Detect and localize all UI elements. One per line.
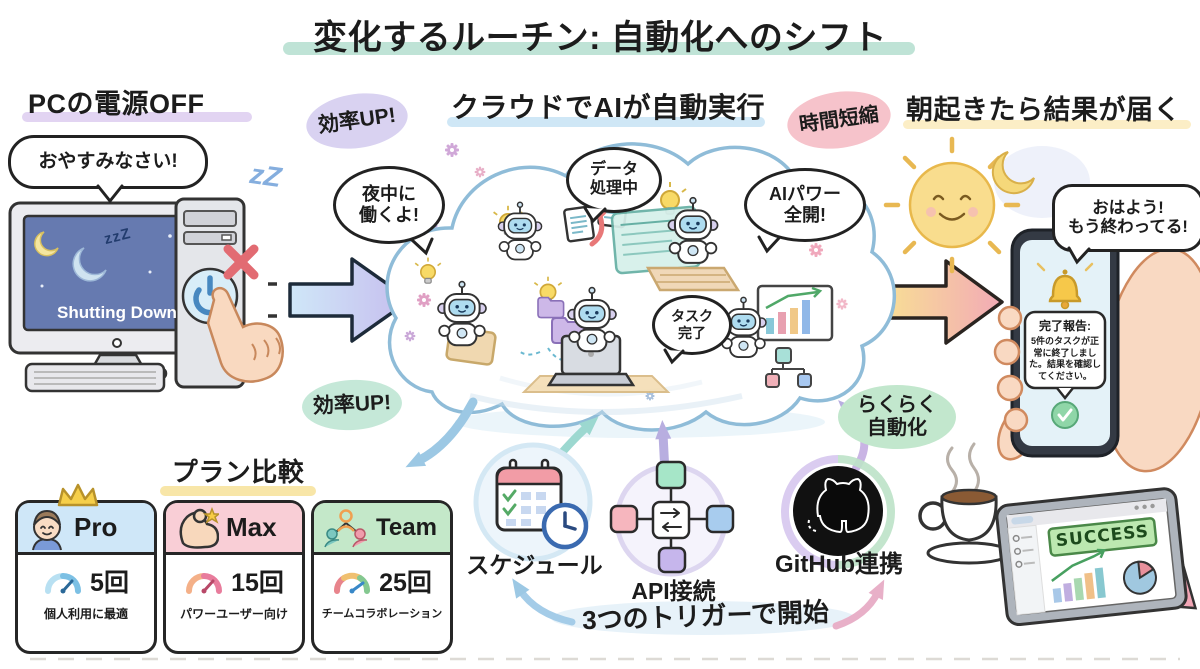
crown-icon [57, 483, 99, 507]
bubble-tail [663, 348, 685, 365]
gauge-icon [334, 572, 371, 594]
transfer-arrow [589, 213, 605, 247]
moon-icon [991, 151, 1035, 195]
plan-name: Team [376, 513, 437, 541]
schedule-trigger [473, 442, 593, 562]
badge-easy-automation: らくらく 自動化 [838, 385, 956, 449]
plan-count: 15回 [231, 569, 284, 597]
moon-big-icon [72, 247, 107, 282]
plan-card-team[interactable]: Team 25回 チームコラボレーション [311, 500, 453, 654]
center-underline [447, 117, 765, 127]
phone-notification: 完了報告: 5件のタスクが正常に終了しました。結果を確認してください。 [1029, 317, 1101, 383]
title-underline [283, 42, 915, 55]
arrow-cloud-to-plans [405, 397, 478, 468]
person-avatar-icon [32, 509, 62, 550]
moon-small-icon [34, 231, 59, 257]
bubble-goodnight: おやすみなさい! [8, 135, 208, 204]
plan-desc: チームコラボレーション [321, 608, 443, 620]
steam [946, 442, 980, 494]
bubble-tail [410, 237, 434, 256]
bubble-task-done: タスク 完了 [652, 295, 732, 365]
bubble-good-morning-text: おはよう! もう終わってる! [1068, 198, 1188, 236]
plan-count: 5回 [90, 569, 129, 597]
pointing-hand [206, 286, 284, 383]
report-title: 完了報告: [1039, 319, 1091, 333]
heading-cloud-ai: クラウドでAIが自動実行 [451, 92, 766, 123]
chart-panel [756, 284, 834, 342]
caption-wash [551, 601, 855, 635]
arrow-caption-left [512, 578, 576, 626]
left-underline [22, 112, 252, 122]
bubble-tail [583, 206, 607, 224]
screen-text: Shutting Down [57, 303, 177, 322]
plans-heading: プラン比較 [171, 457, 305, 487]
floating-zzz: zZ [248, 157, 284, 194]
bubble-goodnight-text: おやすみなさい! [38, 150, 178, 172]
plan-name: Pro [74, 512, 118, 542]
bubble-tail [1067, 246, 1091, 265]
tablet-art [995, 487, 1198, 627]
plan-name: Max [226, 512, 277, 542]
holding-fingers [993, 305, 1029, 433]
cloud-texture [469, 393, 743, 415]
bubble-good-morning: おはよう! もう終わってる! [1052, 184, 1200, 265]
flowchart [765, 347, 812, 388]
plans-underline [160, 486, 316, 496]
bubble-task-done-text: タスク 完了 [671, 308, 713, 341]
page-title: 変化するルーチン: 自動化へのシフト [313, 19, 887, 57]
bubble-tail [757, 235, 781, 254]
plan-card-max[interactable]: Max 15回 パワーユーザー向け [163, 500, 305, 654]
sun-icon [883, 136, 1021, 274]
data-links [517, 347, 575, 362]
holo-keyboard [645, 266, 741, 292]
bubble-night-work: 夜中に 働くよ! [333, 166, 445, 256]
report-body: 5件のタスクが正常に終了しました。結果を確認してください。 [1029, 336, 1102, 382]
muscle-arm-icon [179, 506, 219, 549]
smartphone [1010, 228, 1120, 458]
tablet-sidebar [1007, 524, 1046, 616]
bubble-ai-power-text: AIパワー 全開! [769, 183, 841, 225]
api-trigger [609, 460, 735, 577]
bubble-tail [96, 184, 124, 204]
plan-desc: パワーユーザー向け [180, 607, 288, 621]
right-underline [903, 120, 1191, 129]
red-x-icon [223, 244, 259, 280]
github-trigger [781, 455, 895, 569]
gauge-icon [186, 573, 223, 594]
bubble-data-processing: データ 処理中 [566, 147, 662, 224]
arrow-pc-to-cloud [268, 257, 412, 343]
cloud-texture [499, 375, 703, 397]
label-api: API接続 [631, 578, 716, 604]
label-schedule: スケジュール [466, 552, 603, 578]
plan-desc: 個人利用に最適 [43, 607, 128, 621]
tablet: SUCCESS [993, 480, 1200, 642]
team-icon [324, 508, 368, 547]
bell-icon [1036, 262, 1094, 310]
heading-morning-results: 朝起きたら結果が届く [906, 95, 1181, 125]
arrow-caption-right [832, 579, 885, 630]
plan-count: 25回 [379, 569, 432, 597]
check-icon [1051, 401, 1079, 429]
plan-card-pro[interactable]: Pro 5回 個人利用に最適 [15, 483, 157, 654]
bubble-ai-power: AIパワー 全開! [744, 168, 866, 254]
heading-pc-off: PCの電源OFF [28, 89, 205, 119]
keyboard [24, 362, 166, 393]
gauge-icon [45, 573, 82, 594]
label-github: GitHub連携 [775, 551, 903, 578]
bubble-data-processing-text: データ 処理中 [589, 161, 638, 197]
coffee-cup [918, 442, 1012, 565]
bubble-night-work-text: 夜中に 働くよ! [359, 183, 419, 225]
